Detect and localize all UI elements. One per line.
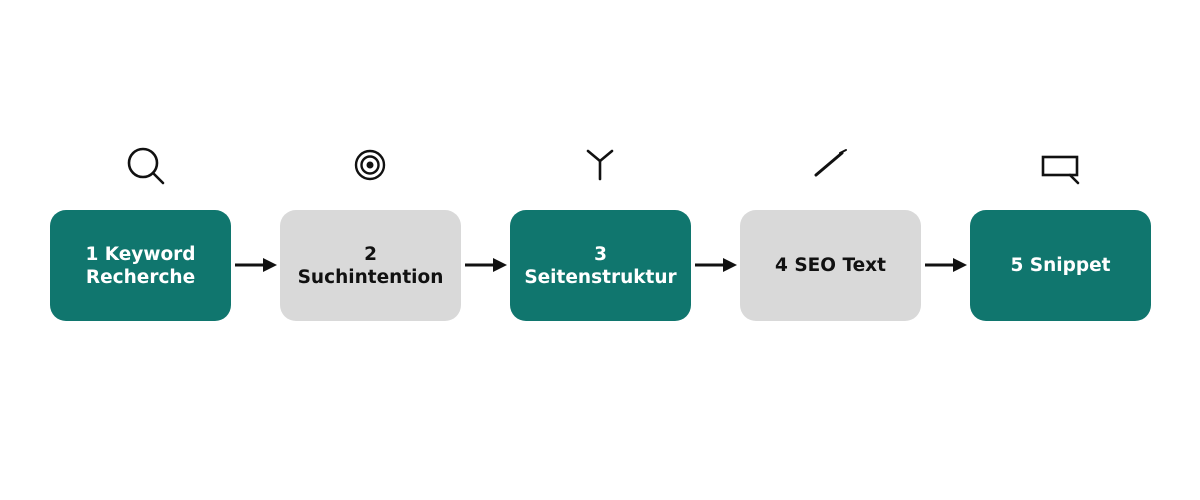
arrow-4-to-5 bbox=[923, 255, 969, 275]
step-label: 3 Seitenstruktur bbox=[524, 243, 676, 289]
pen-icon bbox=[806, 141, 854, 189]
step-seitenstruktur: 3 Seitenstruktur bbox=[510, 210, 691, 321]
arrow-2-to-3 bbox=[463, 255, 509, 275]
step-snippet: 5 Snippet bbox=[970, 210, 1151, 321]
step-label: 5 Snippet bbox=[1010, 254, 1110, 277]
arrow-1-to-2 bbox=[233, 255, 279, 275]
search-icon bbox=[121, 141, 169, 189]
step-label-line1: 2 bbox=[364, 243, 377, 265]
arrow-3-to-4 bbox=[693, 255, 739, 275]
step-label-line1: 1 Keyword bbox=[85, 243, 196, 265]
target-icon bbox=[346, 141, 394, 189]
step-label-line1: 3 bbox=[594, 243, 607, 265]
step-seo-text: 4 SEO Text bbox=[740, 210, 921, 321]
step-label-line2: Recherche bbox=[85, 266, 196, 288]
snippet-icon bbox=[1036, 141, 1084, 189]
step-label: 4 SEO Text bbox=[775, 254, 886, 277]
step-label-line2: Seitenstruktur bbox=[524, 266, 677, 288]
step-label-line1: 5 Snippet bbox=[1010, 255, 1111, 276]
step-label-line2: Suchintention bbox=[297, 266, 444, 288]
step-label: 1 Keyword Recherche bbox=[85, 243, 195, 289]
branch-icon bbox=[576, 141, 624, 189]
step-suchintention: 2 Suchintention bbox=[280, 210, 461, 321]
step-keyword-recherche: 1 Keyword Recherche bbox=[50, 210, 231, 321]
step-label-line1: 4 SEO Text bbox=[775, 255, 886, 276]
step-label: 2 Suchintention bbox=[298, 243, 444, 289]
